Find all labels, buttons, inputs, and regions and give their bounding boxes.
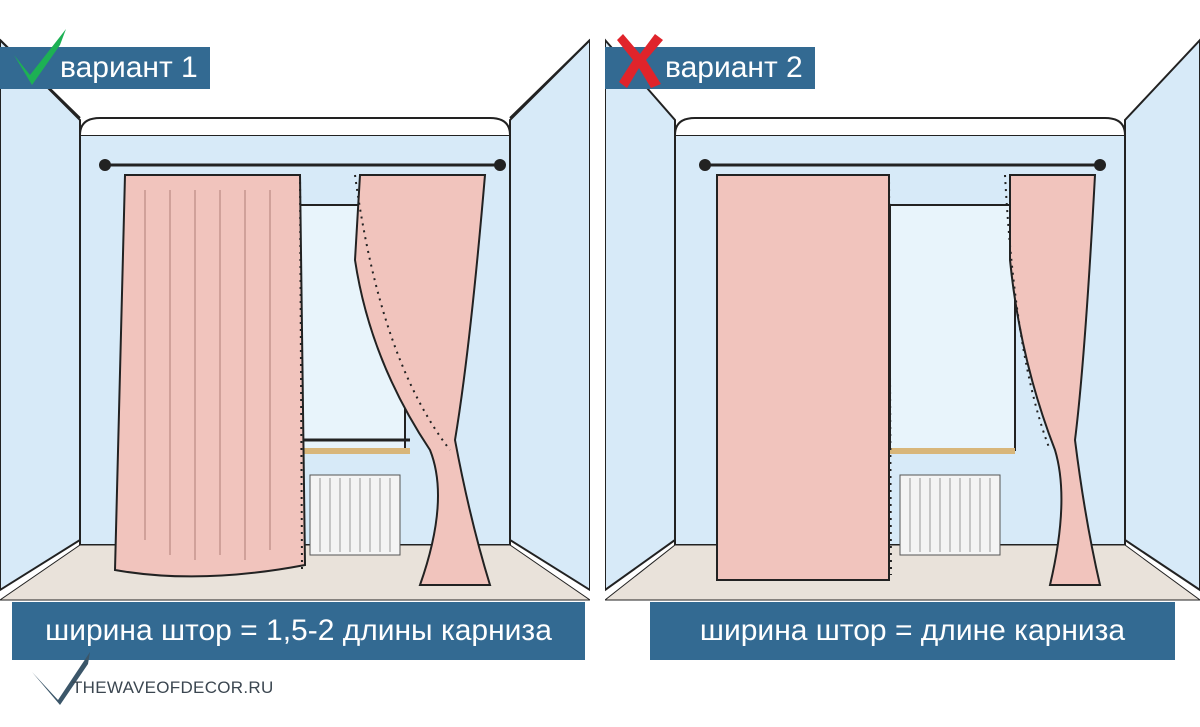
radiator (309, 474, 401, 556)
variant-label-text: вариант 1 (60, 51, 198, 84)
watermark-text: THEWAVEOFDECOR.RU (72, 678, 274, 697)
variant-caption: ширина штор = длине карниза (650, 602, 1175, 660)
curtain-left (113, 174, 307, 578)
variant-caption: ширина штор = 1,5-2 длины карниза (12, 602, 585, 660)
curtain-left (716, 174, 890, 581)
variant-2-panel: вариант 2 ширина штор = длине карниза (605, 0, 1200, 727)
check-icon (14, 29, 66, 85)
curtain-right (1009, 174, 1102, 586)
variant-1-panel: вариант 1 ширина штор = 1,5-2 длины карн… (0, 0, 590, 727)
variant-label-text: вариант 2 (665, 51, 803, 84)
radiator (899, 474, 1001, 556)
variant-label: вариант 1 (0, 47, 210, 89)
cross-icon (617, 34, 663, 88)
curtain-right (353, 174, 492, 586)
